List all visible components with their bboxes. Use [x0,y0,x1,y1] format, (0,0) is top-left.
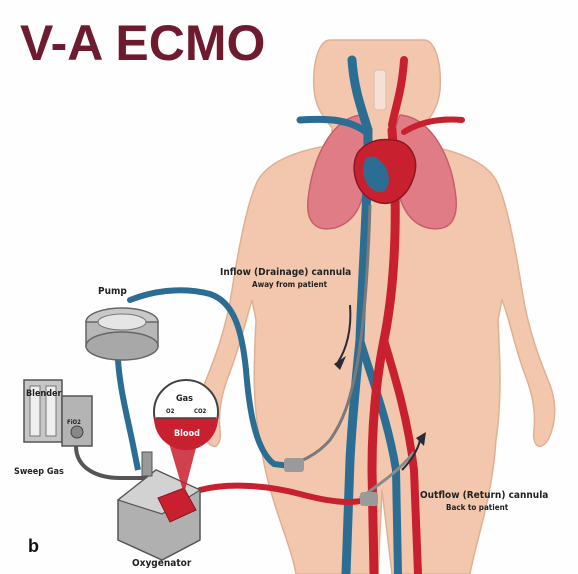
drainage-arrow [337,304,352,363]
lungs [307,114,457,230]
sweep-gas-label: Sweep Gas [14,467,64,477]
panel-letter: b [28,536,39,556]
diagram-title: V-A ECMO [20,15,265,71]
heart [353,138,417,205]
oxygenator-label: Oxygenator [132,558,192,569]
pump [85,307,159,361]
outflow-title: Outflow (Return) cannula [420,490,548,501]
pump-to-oxygenator-tubing [115,359,141,471]
co2-label: CO2 [194,408,207,415]
trachea [373,69,387,111]
oxygenator [116,451,202,561]
inflow-title: Inflow (Drainage) cannula [220,267,351,278]
return-arrow [401,439,421,471]
gas-label: Gas [176,394,193,404]
gas-line [74,445,150,480]
blood-label: Blood [174,429,200,439]
return-arrow-head [416,432,426,446]
inflow-subtitle: Away from patient [252,280,328,289]
blender-label: Blender [26,389,62,399]
outflow-subtitle: Back to patient [446,503,509,512]
gas-exchange-callout [153,379,219,494]
return-connector [360,492,378,506]
drainage-cannula [285,204,372,468]
o2-label: O2 [166,408,175,415]
pump-label: Pump [98,286,127,297]
drainage-connector [284,458,304,472]
venous-tubing [127,287,293,469]
patient-body [198,39,556,574]
drainage-arrow-head [334,356,346,370]
fio2-label: FiO2 [67,419,81,426]
arterial-tubing [197,482,369,505]
